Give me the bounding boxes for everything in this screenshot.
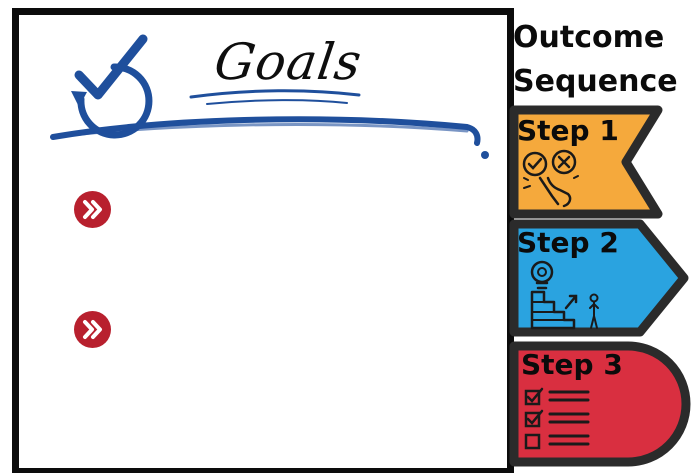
step-3-shape — [509, 341, 691, 467]
circular-check-icon — [71, 34, 153, 139]
step-1-shape — [509, 105, 663, 219]
step-1-label: Step 1 — [517, 114, 619, 147]
step-3-label: Step 3 — [521, 348, 623, 381]
double-chevron-right-icon — [83, 320, 102, 339]
step-shapes — [509, 105, 691, 467]
double-chevron-right-icon — [83, 200, 102, 219]
divider-dot — [481, 151, 489, 159]
goal-bullet-icon — [74, 191, 111, 228]
goal-bullet-icon — [74, 311, 111, 348]
step-2-label: Step 2 — [517, 226, 619, 259]
step-2-shape — [509, 219, 689, 337]
goals-card: Goals — [12, 8, 514, 473]
outcome-title-line1: Outcome — [513, 20, 665, 55]
checklist-icon — [524, 387, 590, 450]
title-underline — [189, 89, 361, 105]
decision-check-cross-icon — [522, 149, 579, 208]
goals-title: Goals — [210, 33, 366, 91]
idea-stairs-growth-icon — [530, 260, 599, 330]
outcome-title-line2: Sequence — [513, 64, 678, 99]
brush-divider — [50, 116, 481, 146]
goals-decorations — [50, 34, 489, 159]
outcome-sequence-title: Outcome Sequence — [513, 16, 693, 104]
